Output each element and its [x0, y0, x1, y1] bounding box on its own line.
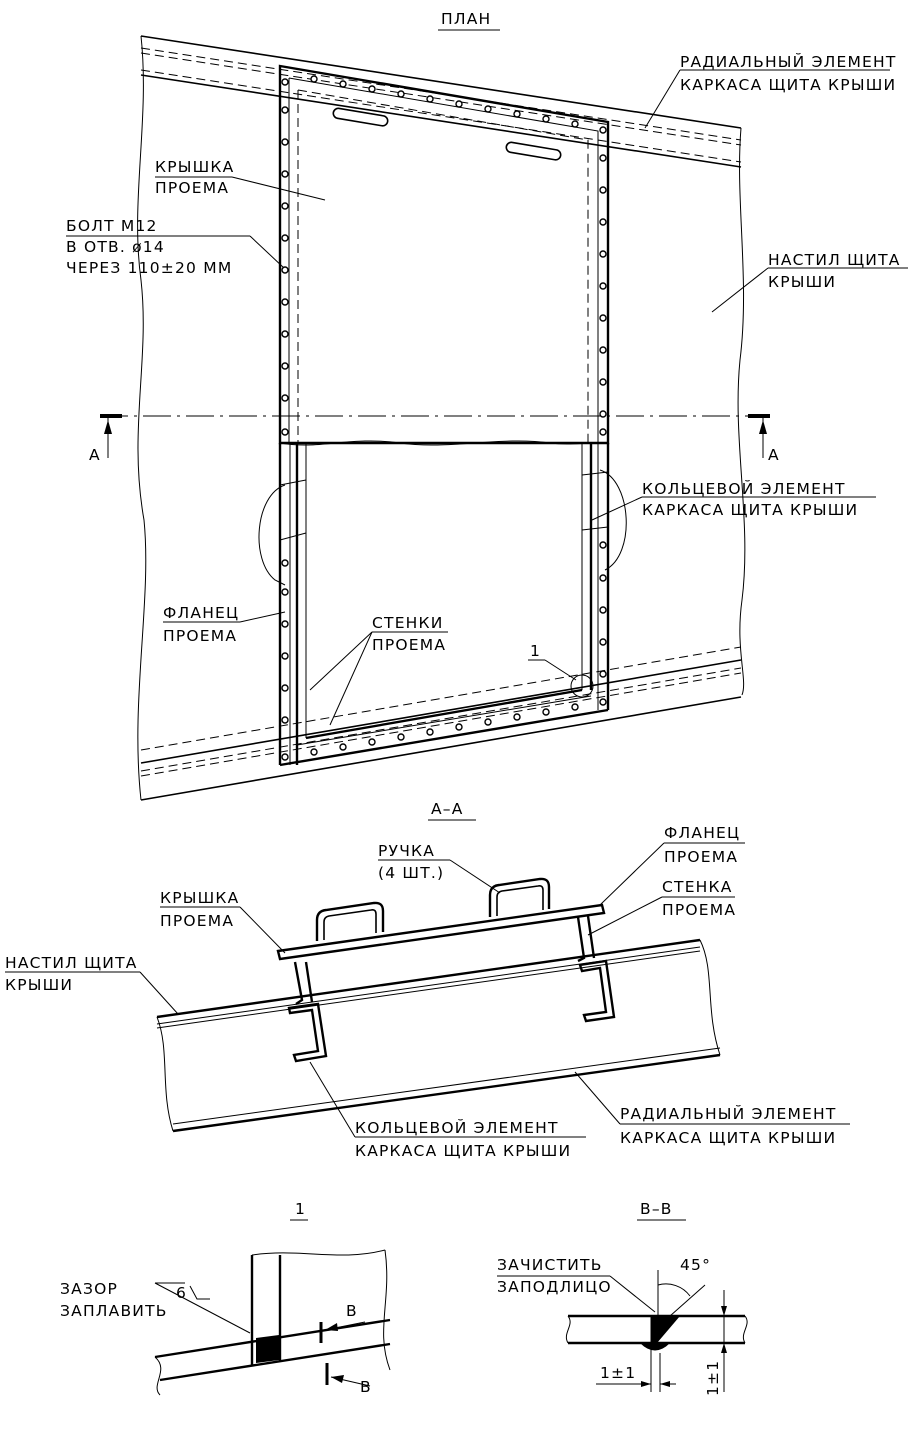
aa-flange-label-1: ФЛАНЕЦ: [664, 824, 740, 842]
aa-radial-label-1: РАДИАЛЬНЫЙ ЭЛЕМЕНТ: [620, 1104, 837, 1123]
aa-deck-label-2: КРЫШИ: [5, 976, 73, 994]
plan-flange-label-1: ФЛАНЕЦ: [163, 604, 239, 622]
aa-cover-label-2: ПРОЕМА: [160, 912, 234, 930]
bb-dim-vertical: 1±1: [704, 1360, 722, 1396]
bolt-holes: [281, 75, 607, 761]
plan-radial-label-1: РАДИАЛЬНЫЙ ЭЛЕМЕНТ: [680, 52, 897, 71]
plan-walls-label-1: СТЕНКИ: [372, 614, 444, 632]
detail-1-view: 1 6 ЗАЗОР ЗАПЛАВИТЬ В В: [60, 1200, 391, 1396]
plan-cover-label-2: ПРОЕМА: [155, 179, 229, 197]
detail-1-section-mark-bottom: В: [360, 1378, 372, 1396]
detail-1-gap-label-1: ЗАЗОР: [60, 1280, 118, 1298]
plan-bolt-label-1: БОЛТ М12: [66, 217, 158, 235]
section-mark-a-right: А: [768, 446, 780, 464]
aa-wall-label-1: СТЕНКА: [662, 878, 733, 896]
plan-bolt-label-3: ЧЕРЕЗ 110±20 ММ: [66, 259, 232, 277]
bb-clean-label-1: ЗАЧИСТИТЬ: [497, 1256, 603, 1274]
plan-cover-label-1: КРЫШКА: [155, 158, 234, 176]
aa-ring-label-1: КОЛЬЦЕВОЙ ЭЛЕМЕНТ: [355, 1118, 559, 1137]
plan-walls-label-2: ПРОЕМА: [372, 636, 446, 654]
plan-title: ПЛАН: [441, 10, 491, 28]
plan-deck-label-1: НАСТИЛ ЩИТА: [768, 251, 901, 269]
aa-flange-label-2: ПРОЕМА: [664, 848, 738, 866]
section-aa-view: А–А РУЧКА (4 ШТ.) ФЛАНЕЦ ПРОЕМА: [5, 800, 850, 1160]
aa-cover-label-1: КРЫШКА: [160, 889, 239, 907]
detail-1-section-mark-top: В: [346, 1302, 358, 1320]
aa-wall-label-2: ПРОЕМА: [662, 901, 736, 919]
section-aa-title: А–А: [431, 800, 464, 818]
plan-deck-label-2: КРЫШИ: [768, 273, 836, 291]
aa-handle-label-1: РУЧКА: [378, 842, 435, 860]
aa-deck-label-1: НАСТИЛ ЩИТА: [5, 954, 138, 972]
plan-bolt-label-2: В ОТВ. ø14: [66, 238, 165, 256]
plan-ring-label-2: КАРКАСА ЩИТА КРЫШИ: [642, 501, 858, 519]
section-mark-a-left: А: [89, 446, 101, 464]
bb-dim-horizontal: 1±1: [600, 1364, 636, 1382]
detail-1-gap-label-2: ЗАПЛАВИТЬ: [60, 1302, 168, 1320]
plan-ring-label-1: КОЛЬЦЕВОЙ ЭЛЕМЕНТ: [642, 479, 846, 498]
bb-clean-label-2: ЗАПОДЛИЦО: [497, 1278, 612, 1296]
detail-1-weld-size: 6: [176, 1284, 187, 1302]
section-bb-title: В–В: [640, 1200, 673, 1218]
aa-handle-label-2: (4 ШТ.): [378, 864, 444, 882]
detail-1-title: 1: [295, 1200, 306, 1218]
plan-flange-label-2: ПРОЕМА: [163, 627, 237, 645]
aa-ring-label-2: КАРКАСА ЩИТА КРЫШИ: [355, 1142, 571, 1160]
plan-radial-label-2: КАРКАСА ЩИТА КРЫШИ: [680, 76, 896, 94]
aa-radial-label-2: КАРКАСА ЩИТА КРЫШИ: [620, 1129, 836, 1147]
plan-view: ПЛАН: [66, 10, 908, 801]
bb-angle-label: 45°: [680, 1256, 711, 1274]
section-bb-view: В–В 45° ЗАЧИСТИТЬ ЗАПОДЛИЦО 1±1 1±1: [497, 1200, 748, 1396]
plan-detail-callout: 1: [530, 642, 541, 660]
